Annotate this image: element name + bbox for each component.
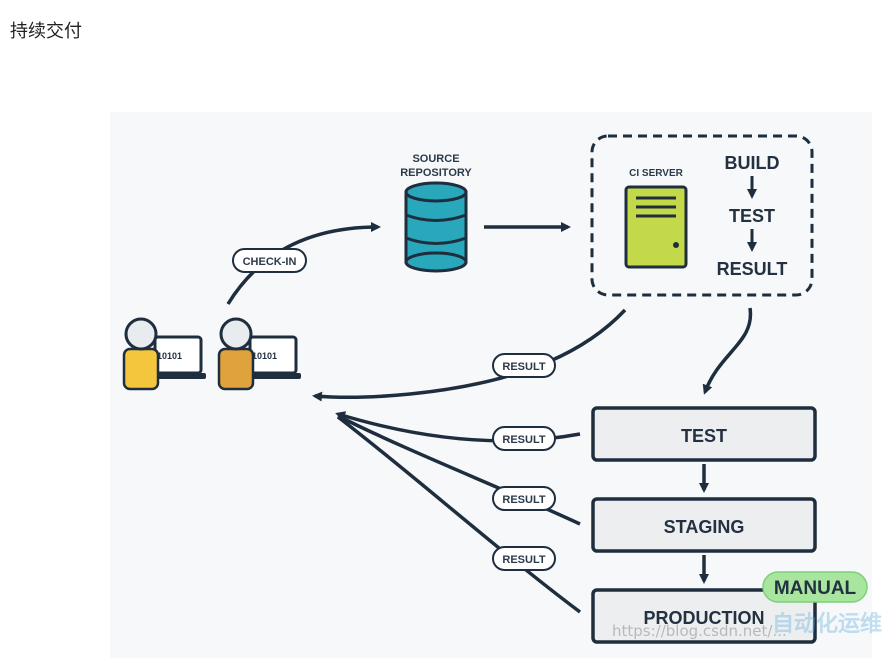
result-pill-staging-label: RESULT (502, 494, 545, 506)
source-label-line2: REPOSITORY (400, 167, 472, 179)
production-result-arrow (336, 415, 582, 614)
ci-server-box (590, 134, 814, 297)
database-icon (404, 181, 468, 273)
stage-test: TEST (591, 406, 817, 462)
check-in-label: CHECK-IN (243, 256, 297, 268)
binary-text-1: 10101 (157, 351, 182, 361)
result-pill-ci-label: RESULT (502, 361, 545, 373)
result-pill-staging: RESULT (492, 486, 556, 511)
developer-icon-2: 10101 (217, 317, 301, 391)
stage-production-label: PRODUCTION (644, 608, 765, 628)
check-in-arrow (226, 222, 381, 305)
diagram-svg: 10101 10101 CHECK-IN SOURCE REPOSITORY (122, 134, 868, 644)
ci-step-test: TEST (729, 206, 775, 226)
watermark-logo: 自动化运维 (772, 612, 883, 637)
watermark-url: https://blog.csdn.net/... (612, 622, 787, 640)
page-heading: 持续交付 (10, 21, 82, 42)
ci-to-test-arrow (702, 307, 753, 395)
ci-server-label: CI SERVER (629, 168, 683, 179)
manual-badge: MANUAL (762, 571, 868, 603)
ci-step-result: RESULT (717, 259, 788, 279)
staging-result-arrow (337, 414, 581, 526)
result-pill-ci: RESULT (492, 353, 556, 378)
server-icon (624, 185, 688, 269)
stage-staging-label: STAGING (664, 517, 745, 537)
ci-result-arrow (312, 308, 627, 402)
delivery-diagram: 10101 10101 CHECK-IN SOURCE REPOSITORY (110, 112, 872, 658)
result-pill-production-label: RESULT (502, 554, 545, 566)
result-pill-test: RESULT (492, 426, 556, 451)
result-pill-production: RESULT (492, 546, 556, 571)
stage-staging: STAGING (591, 497, 817, 553)
stage-production: PRODUCTION (591, 588, 817, 644)
ci-step-build: BUILD (725, 153, 780, 173)
result-pill-test-label: RESULT (502, 434, 545, 446)
source-label-line1: SOURCE (412, 153, 459, 165)
developer-icon-1: 10101 (122, 317, 206, 391)
check-in-pill: CHECK-IN (232, 248, 307, 273)
stage-test-label: TEST (681, 426, 727, 446)
manual-badge-label: MANUAL (774, 578, 857, 599)
binary-text-2: 10101 (252, 351, 277, 361)
